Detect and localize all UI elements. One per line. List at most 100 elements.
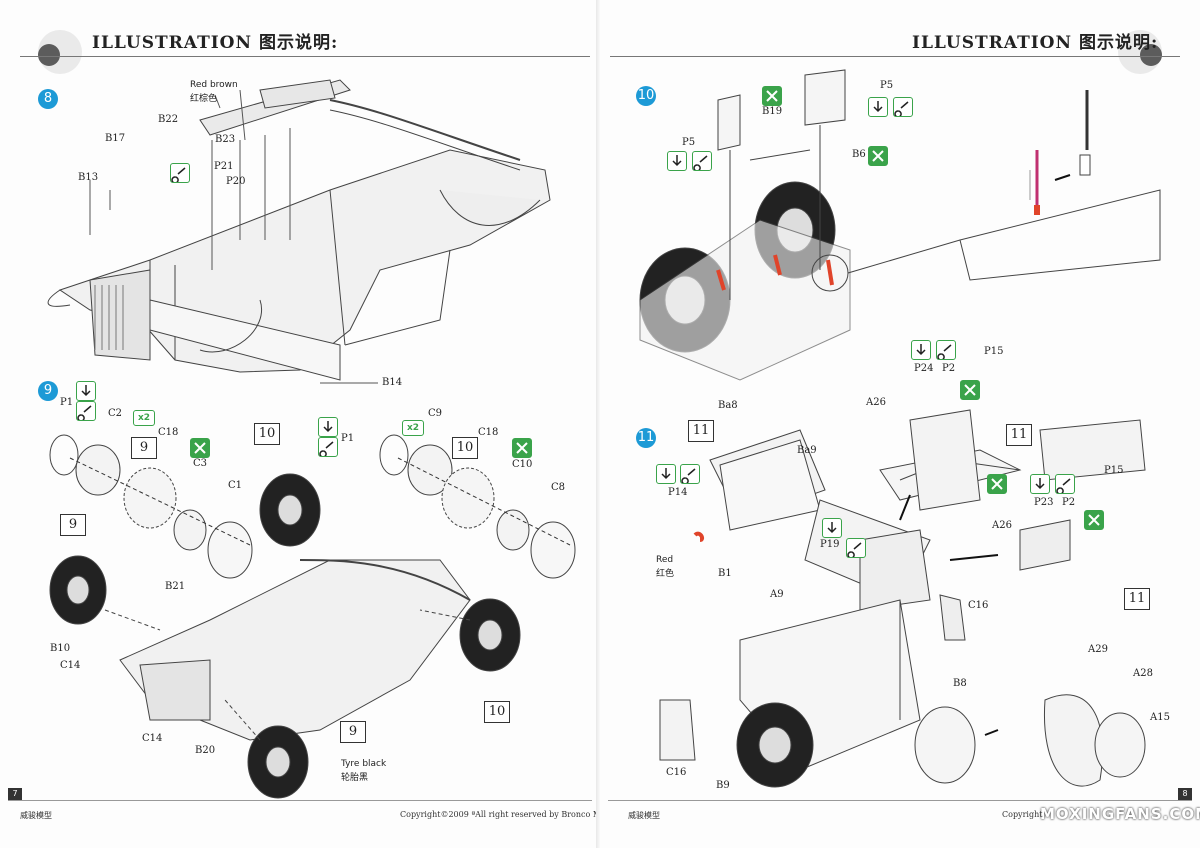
part-label: C9 — [428, 408, 443, 419]
cement-icon — [76, 401, 96, 421]
part-label: B6 — [852, 149, 866, 160]
header-rule — [610, 56, 1180, 57]
step-ref-box: 9 — [340, 721, 366, 743]
part-label: P21 — [214, 161, 234, 172]
part-label: B10 — [50, 643, 71, 654]
cement-icon — [1055, 474, 1075, 494]
step-ref-box: 10 — [484, 701, 510, 723]
part-label: P5 — [880, 80, 894, 91]
part-label: P23 — [1034, 497, 1054, 508]
step-ref-box: 9 — [131, 437, 157, 459]
remove-icon — [656, 464, 676, 484]
part-label: A28 — [1133, 668, 1153, 679]
footer-rule — [608, 800, 1192, 801]
step-ref-box: 11 — [1006, 424, 1032, 446]
label-tyre-black-cn: 轮胎黑 — [341, 773, 369, 783]
part-label: P1 — [341, 433, 355, 444]
part-label: B1 — [718, 568, 732, 579]
page-number: 8 — [1178, 788, 1192, 800]
part-label: P14 — [668, 487, 688, 498]
part-label: P15 — [1104, 465, 1124, 476]
part-label: B21 — [165, 581, 186, 592]
part-label: B22 — [158, 114, 179, 125]
part-label: Ba9 — [797, 445, 817, 456]
footer-copyright: Copyright — [1002, 810, 1043, 819]
part-label: C10 — [512, 459, 533, 470]
part-label: C16 — [666, 767, 687, 778]
step-ref-box: 10 — [452, 437, 478, 459]
remove-icon — [1030, 474, 1050, 494]
step-ref-box: 11 — [688, 420, 714, 442]
cut-icon — [762, 86, 782, 106]
part-label: P15 — [984, 346, 1004, 357]
part-label: C1 — [228, 480, 243, 491]
label-red-brown-cn: 红棕色 — [190, 94, 218, 104]
part-label: P20 — [226, 176, 246, 187]
cement-icon — [318, 437, 338, 457]
part-label: B9 — [716, 780, 730, 791]
part-label: P24 — [914, 363, 934, 374]
part-label: A29 — [1088, 644, 1108, 655]
vehicle-body-drawing-step11 — [659, 409, 1146, 788]
corner-dot — [38, 44, 60, 66]
part-label: C18 — [158, 427, 179, 438]
part-label: C8 — [551, 482, 566, 493]
part-label: C18 — [478, 427, 499, 438]
cut-icon — [512, 438, 532, 458]
corner-dot — [1140, 44, 1162, 66]
part-label: C14 — [60, 660, 81, 671]
footer-brand: 威骏模型 — [628, 811, 660, 820]
part-label: A9 — [770, 589, 784, 600]
wheel-parts-step9 — [49, 434, 576, 799]
cut-icon — [960, 380, 980, 400]
quantity-x2-badge: x2 — [402, 420, 424, 436]
step-number-10: 10 — [636, 86, 656, 106]
label-tyre-black: Tyre black — [341, 759, 387, 769]
remove-icon — [667, 151, 687, 171]
part-label: P5 — [682, 137, 696, 148]
remove-icon — [822, 518, 842, 538]
header-rule — [20, 56, 590, 57]
step-number-11: 11 — [636, 428, 656, 448]
part-label: B23 — [215, 134, 236, 145]
cut-icon — [987, 474, 1007, 494]
remove-icon — [868, 97, 888, 117]
part-label: Ba8 — [718, 400, 738, 411]
cement-icon — [692, 151, 712, 171]
part-label: B14 — [382, 377, 403, 388]
part-label: B19 — [762, 106, 783, 117]
label-red: Red — [656, 555, 674, 565]
part-label: A26 — [992, 520, 1012, 531]
page-header: ILLUSTRATION 图示说明: — [912, 33, 1159, 53]
page-header: ILLUSTRATION 图示说明: — [92, 33, 339, 53]
quantity-x2-badge: x2 — [133, 410, 155, 426]
part-label: P19 — [820, 539, 840, 550]
cut-icon — [190, 438, 210, 458]
part-label: B13 — [78, 172, 99, 183]
part-label: C2 — [108, 408, 123, 419]
cut-icon — [1084, 510, 1104, 530]
part-label: C16 — [968, 600, 989, 611]
cement-icon — [846, 538, 866, 558]
chassis-drawing-step8 — [47, 79, 551, 384]
step-ref-box: 9 — [60, 514, 86, 536]
watermark: MOXINGFANS.COM — [1040, 805, 1200, 823]
remove-icon — [76, 381, 96, 401]
step-ref-box: 11 — [1124, 588, 1150, 610]
right-page: ILLUSTRATION 图示说明: — [600, 0, 1200, 848]
cement-icon — [936, 340, 956, 360]
footer-copyright: Copyright©2009 ªAll right reserved by Br… — [400, 810, 623, 819]
part-label: B20 — [195, 745, 216, 756]
footer-rule — [8, 800, 592, 801]
step-number-9: 9 — [38, 381, 58, 401]
part-label: C14 — [142, 733, 163, 744]
part-label: A15 — [1150, 712, 1170, 723]
part-label: B17 — [105, 133, 126, 144]
part-label: A26 — [866, 397, 886, 408]
footer-brand: 威骏模型 — [20, 811, 52, 820]
left-page: ILLUSTRATION 图示说明: — [8, 30, 623, 820]
cement-icon — [893, 97, 913, 117]
remove-icon — [318, 417, 338, 437]
assembly-drawing-left — [47, 79, 576, 799]
